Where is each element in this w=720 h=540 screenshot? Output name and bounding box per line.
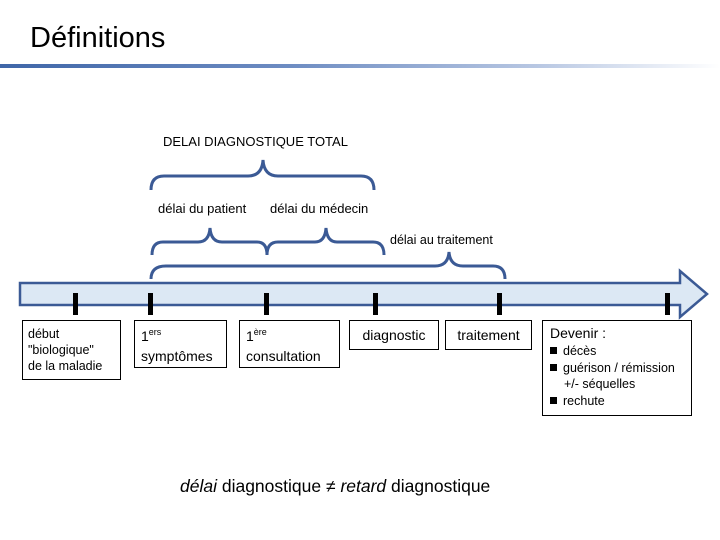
brace-patient xyxy=(150,227,269,256)
tick-devenir xyxy=(665,293,670,315)
devenir-item-rechute: rechute xyxy=(550,393,691,410)
box-debut-maladie: début "biologique" de la maladie xyxy=(22,320,121,380)
bullet-square-icon xyxy=(550,396,557,404)
consultation-label: consultation xyxy=(246,348,321,364)
word-retard: retard xyxy=(340,476,387,496)
debut-line-1: début xyxy=(28,327,60,341)
word-delai: délai xyxy=(180,476,217,496)
page-title: Définitions xyxy=(30,22,166,54)
consultation-ordinal: 1ère xyxy=(246,327,267,344)
box-devenir: Devenir : décès guérison / rémission +/-… xyxy=(542,320,692,416)
box-traitement: traitement xyxy=(445,320,532,350)
bullet-square-icon xyxy=(550,363,557,371)
label-delai-total: DELAI DIAGNOSTIQUE TOTAL xyxy=(163,134,348,149)
box-diagnostic: diagnostic xyxy=(349,320,439,350)
timeline-arrow xyxy=(18,268,709,320)
debut-line-2: "biologique" xyxy=(28,343,94,357)
box-symptomes: 1ers symptômes xyxy=(134,320,227,368)
tick-debut xyxy=(73,293,78,315)
symptomes-label: symptômes xyxy=(141,348,213,364)
title-underline xyxy=(0,64,720,68)
bottom-statement: délai diagnostique ≠ retard diagnostique xyxy=(180,476,491,496)
brace-medecin xyxy=(265,227,386,256)
tick-diagnostic xyxy=(373,293,378,315)
label-delai-traitement: délai au traitement xyxy=(390,233,493,247)
tick-consultation xyxy=(264,293,269,315)
diagnostic-label: diagnostic xyxy=(362,327,426,343)
brace-total xyxy=(149,159,376,191)
brace-traitement xyxy=(149,251,507,280)
not-equal-sign: ≠ xyxy=(325,476,336,496)
devenir-item-deces: décès xyxy=(550,343,691,360)
tick-traitement xyxy=(497,293,502,315)
devenir-item-sequelles: +/- séquelles xyxy=(564,377,636,391)
label-delai-medecin: délai du médecin xyxy=(270,201,369,216)
traitement-label: traitement xyxy=(457,327,520,343)
symptomes-ordinal: 1ers xyxy=(141,327,162,344)
tick-symptomes xyxy=(148,293,153,315)
bullet-square-icon xyxy=(550,347,557,354)
box-consultation: 1ère consultation xyxy=(239,320,340,368)
devenir-item-guerison: guérison / rémission xyxy=(550,360,691,377)
label-delai-patient: délai du patient xyxy=(158,201,247,216)
debut-line-3: de la maladie xyxy=(28,359,103,373)
devenir-title: Devenir : xyxy=(550,325,607,341)
